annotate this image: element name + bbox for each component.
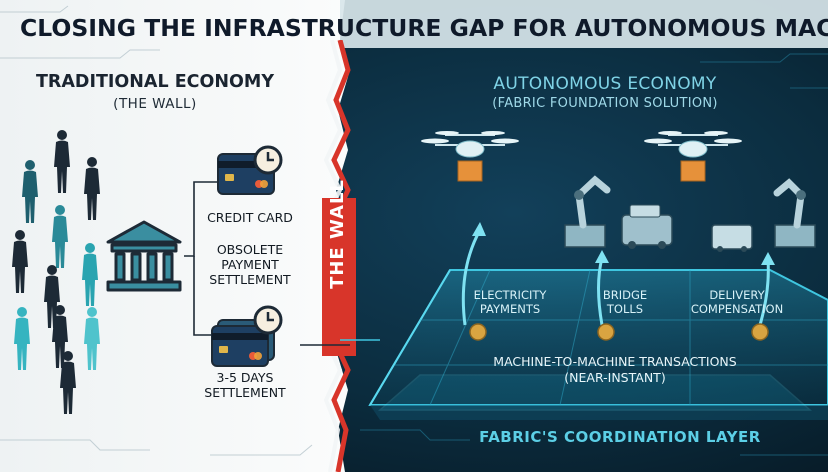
coin-icon <box>598 324 614 340</box>
drone-icon <box>658 135 728 155</box>
autonomous-subheading: (FABRIC FOUNDATION SOLUTION) <box>450 96 760 111</box>
transactions-label-line-1: MACHINE-TO-MACHINE TRANSACTIONS <box>455 354 775 370</box>
coordination-layer-label: FABRIC'S COORDINATION LAYER <box>450 428 790 446</box>
obsolete-label-line-3: SETTLEMENT <box>195 272 305 287</box>
people-group <box>0 120 115 420</box>
coin-icon <box>470 324 486 340</box>
credit-card-label: CREDIT CARD <box>195 210 305 225</box>
transactions-label-line-2: (NEAR-INSTANT) <box>455 370 775 386</box>
person-icon <box>0 120 1 121</box>
page-title: CLOSING THE INFRASTRUCTURE GAP FOR AUTON… <box>0 14 828 42</box>
package-icon <box>463 161 487 181</box>
payment-label-bridge-line-2: TOLLS <box>575 302 675 316</box>
payment-label-delivery-line-2: COMPENSATION <box>682 302 792 316</box>
payment-label-electricity-line-2: PAYMENTS <box>455 302 565 316</box>
payment-label-delivery-line-1: DELIVERY <box>682 288 792 302</box>
cart-robot-icon <box>622 205 672 249</box>
traditional-heading: TRADITIONAL ECONOMY <box>20 72 290 92</box>
settlement-label-line-2: SETTLEMENT <box>190 385 300 400</box>
settlement-label-line-1: 3-5 DAYS <box>190 370 300 385</box>
robot-arm-icon <box>565 175 607 247</box>
autonomous-heading: AUTONOMOUS ECONOMY <box>470 74 740 94</box>
drone-icon <box>435 135 505 155</box>
traditional-subheading: (THE WALL) <box>20 96 290 112</box>
robot-arm-icon <box>775 175 817 247</box>
bank-icon <box>104 218 184 294</box>
clock-icon <box>252 144 284 176</box>
payment-label-bridge-line-1: BRIDGE <box>575 288 675 302</box>
obsolete-label-line-1: OBSOLETE <box>195 242 305 257</box>
coin-icon <box>752 324 768 340</box>
clock-icon <box>252 304 284 336</box>
obsolete-label-line-2: PAYMENT <box>195 257 305 272</box>
payment-label-electricity-line-1: ELECTRICITY <box>455 288 565 302</box>
